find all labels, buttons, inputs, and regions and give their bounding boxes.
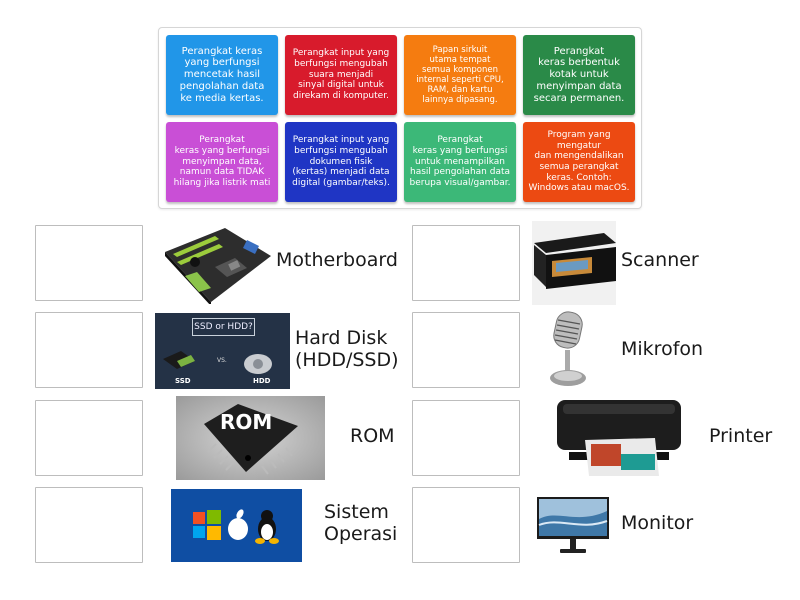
target-label: Mikrofon xyxy=(621,338,704,360)
image-hdd-label: HDD xyxy=(253,377,271,385)
target-label: Sistem Operasi xyxy=(324,501,398,545)
draggable-card[interactable]: Papan sirkuit utama tempat semua kompone… xyxy=(404,35,516,115)
draggable-card[interactable]: Program yang mengatur dan mengendalikan … xyxy=(523,122,635,202)
microphone-image xyxy=(546,310,596,390)
drop-zone-hard-disk[interactable] xyxy=(35,312,143,388)
hard-disk-image: SSD or HDD? VS. SSD HDD xyxy=(155,313,290,389)
draggable-card[interactable]: Perangkat keras berbentuk kotak untuk me… xyxy=(523,35,635,115)
card-text: Perangkat keras yang berfungsi untuk men… xyxy=(409,135,511,188)
draggable-card[interactable]: Perangkat input yang berfungsi mengubah … xyxy=(285,122,397,202)
card-pool: Perangkat keras yang berfungsi mencetak … xyxy=(158,27,642,209)
image-ssd-label: SSD xyxy=(175,377,191,385)
card-text: Perangkat keras yang berfungsi mencetak … xyxy=(179,45,265,104)
card-text: Perangkat input yang berfungsi mengubah … xyxy=(292,48,390,101)
motherboard-image xyxy=(155,222,273,304)
drop-zone-printer[interactable] xyxy=(412,400,520,476)
draggable-card[interactable]: Perangkat keras yang berfungsi untuk men… xyxy=(404,122,516,202)
drop-zone-rom[interactable] xyxy=(35,400,143,476)
target-label: Hard Disk (HDD/SSD) xyxy=(295,327,399,371)
printer-image xyxy=(555,396,683,476)
operating-system-logos-image xyxy=(171,489,302,562)
drop-zone-operating-system[interactable] xyxy=(35,487,143,563)
image-caption: SSD or HDD? xyxy=(192,318,255,336)
drop-zone-microphone[interactable] xyxy=(412,312,520,388)
drop-zone-scanner[interactable] xyxy=(412,225,520,301)
image-vs: VS. xyxy=(217,357,227,364)
draggable-card[interactable]: Perangkat input yang berfungsi mengubah … xyxy=(285,35,397,115)
scanner-image xyxy=(532,221,616,305)
drop-zone-monitor[interactable] xyxy=(412,487,520,563)
target-label: Motherboard xyxy=(276,249,398,271)
drop-zone-motherboard[interactable] xyxy=(35,225,143,301)
monitor-image xyxy=(532,495,616,557)
target-label: ROM xyxy=(350,425,395,447)
draggable-card[interactable]: Perangkat keras yang berfungsi menyimpan… xyxy=(166,122,278,202)
apple-logo-icon xyxy=(228,509,248,540)
rom-chip-image: ROM xyxy=(176,396,325,480)
card-text: Program yang mengatur dan mengendalikan … xyxy=(528,130,630,194)
card-text: Perangkat input yang berfungsi mengubah … xyxy=(292,135,390,188)
card-text: Perangkat keras yang berfungsi menyimpan… xyxy=(173,135,271,188)
target-label: Monitor xyxy=(621,512,694,534)
target-label: Scanner xyxy=(621,249,699,271)
target-label: Printer xyxy=(709,425,773,447)
windows-logo-icon xyxy=(193,510,221,540)
rom-chip-text: ROM xyxy=(220,410,273,434)
linux-penguin-icon xyxy=(255,510,279,544)
card-text: Perangkat keras berbentuk kotak untuk me… xyxy=(533,45,625,104)
draggable-card[interactable]: Perangkat keras yang berfungsi mencetak … xyxy=(166,35,278,115)
card-text: Papan sirkuit utama tempat semua kompone… xyxy=(416,44,504,106)
